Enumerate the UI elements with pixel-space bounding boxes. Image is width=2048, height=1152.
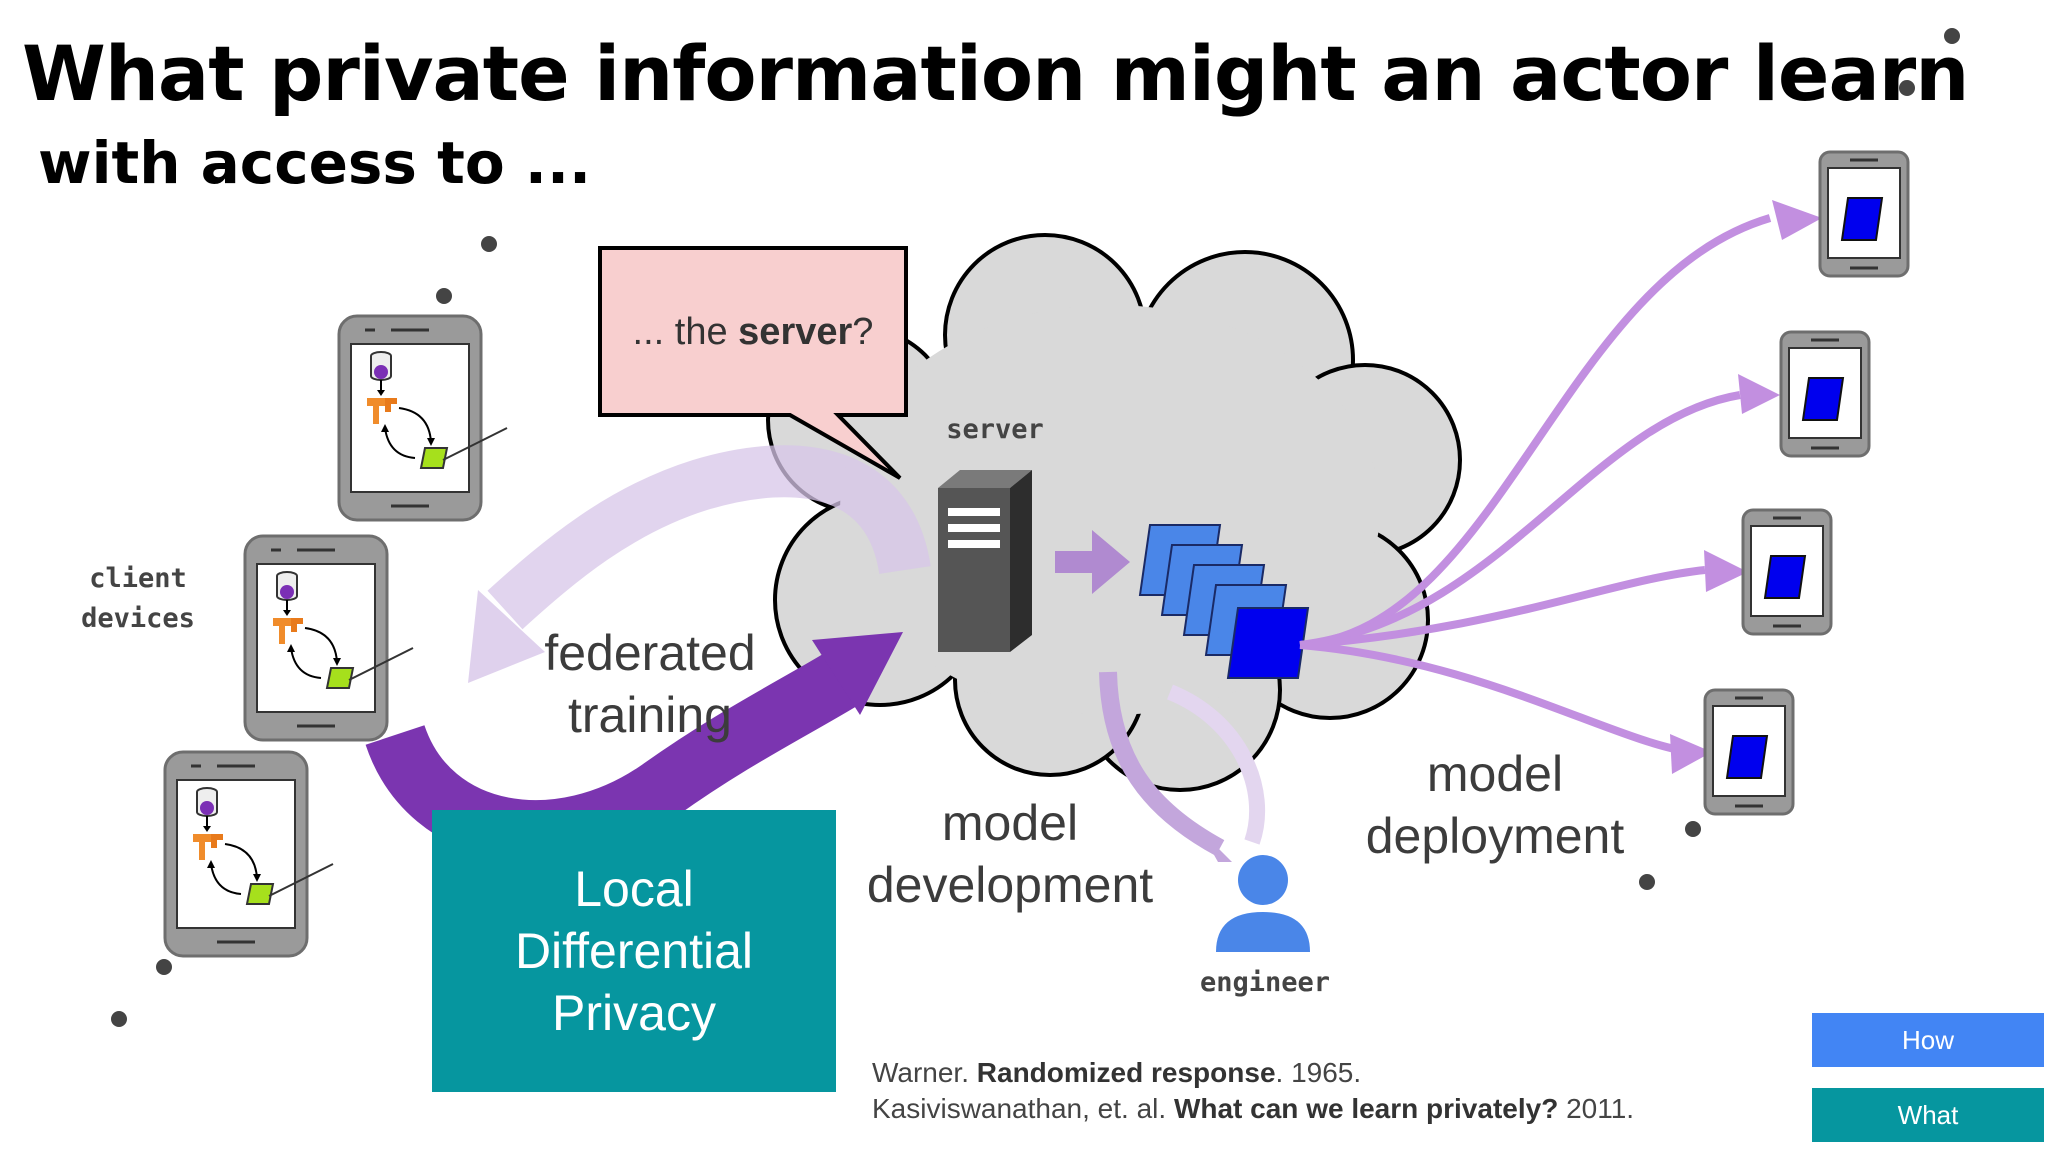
decorative-dots bbox=[111, 28, 1960, 1027]
federated-label-line1: federated bbox=[544, 625, 756, 681]
person-icon bbox=[1216, 855, 1310, 952]
ldp-line1: Local bbox=[574, 861, 694, 917]
model-dep-line1: model bbox=[1426, 746, 1564, 802]
client-devices-label-1: client bbox=[89, 563, 187, 594]
model-dep-line2: deployment bbox=[1365, 808, 1625, 864]
references: Warner. Randomized response. 1965. Kasiv… bbox=[872, 1055, 1634, 1127]
client-devices-label-2: devices bbox=[81, 603, 195, 634]
model-deployment-label: model deployment bbox=[1345, 743, 1645, 867]
deployed-phones bbox=[1703, 150, 1910, 816]
server-label: server bbox=[946, 414, 1044, 445]
server-icon bbox=[938, 470, 1032, 652]
svg-text:... the server?: ... the server? bbox=[633, 311, 874, 353]
bubble-bold: server bbox=[738, 311, 852, 353]
reference-2: Kasiviswanathan, et. al. What can we lea… bbox=[872, 1093, 1635, 1124]
bubble-prefix: ... the bbox=[633, 311, 739, 353]
slide-subtitle: with access to ... bbox=[38, 129, 592, 197]
ldp-line2: Differential bbox=[514, 923, 754, 979]
engineer-label: engineer bbox=[1200, 967, 1330, 998]
ldp-line3: Privacy bbox=[552, 985, 716, 1041]
speech-bubble: ... the server? bbox=[598, 246, 908, 480]
deployment-arrows bbox=[1299, 214, 1772, 756]
model-dev-line2: development bbox=[866, 857, 1154, 913]
federated-training-label: federated training bbox=[520, 622, 780, 746]
upload-arrow bbox=[365, 653, 856, 863]
what-button[interactable]: What bbox=[1812, 1088, 2044, 1142]
model-dev-line1: model bbox=[941, 795, 1079, 851]
federated-return-arrow bbox=[487, 445, 931, 630]
federated-label-line2: training bbox=[568, 687, 732, 743]
how-button[interactable]: How bbox=[1812, 1013, 2044, 1067]
model-development-label: model development bbox=[850, 792, 1170, 916]
bubble-suffix: ? bbox=[852, 311, 873, 353]
local-differential-privacy-box: Local Differential Privacy bbox=[432, 810, 836, 1092]
reference-1: Warner. Randomized response. 1965. bbox=[872, 1057, 1362, 1088]
slide-title: What private information might an actor … bbox=[22, 29, 1969, 118]
